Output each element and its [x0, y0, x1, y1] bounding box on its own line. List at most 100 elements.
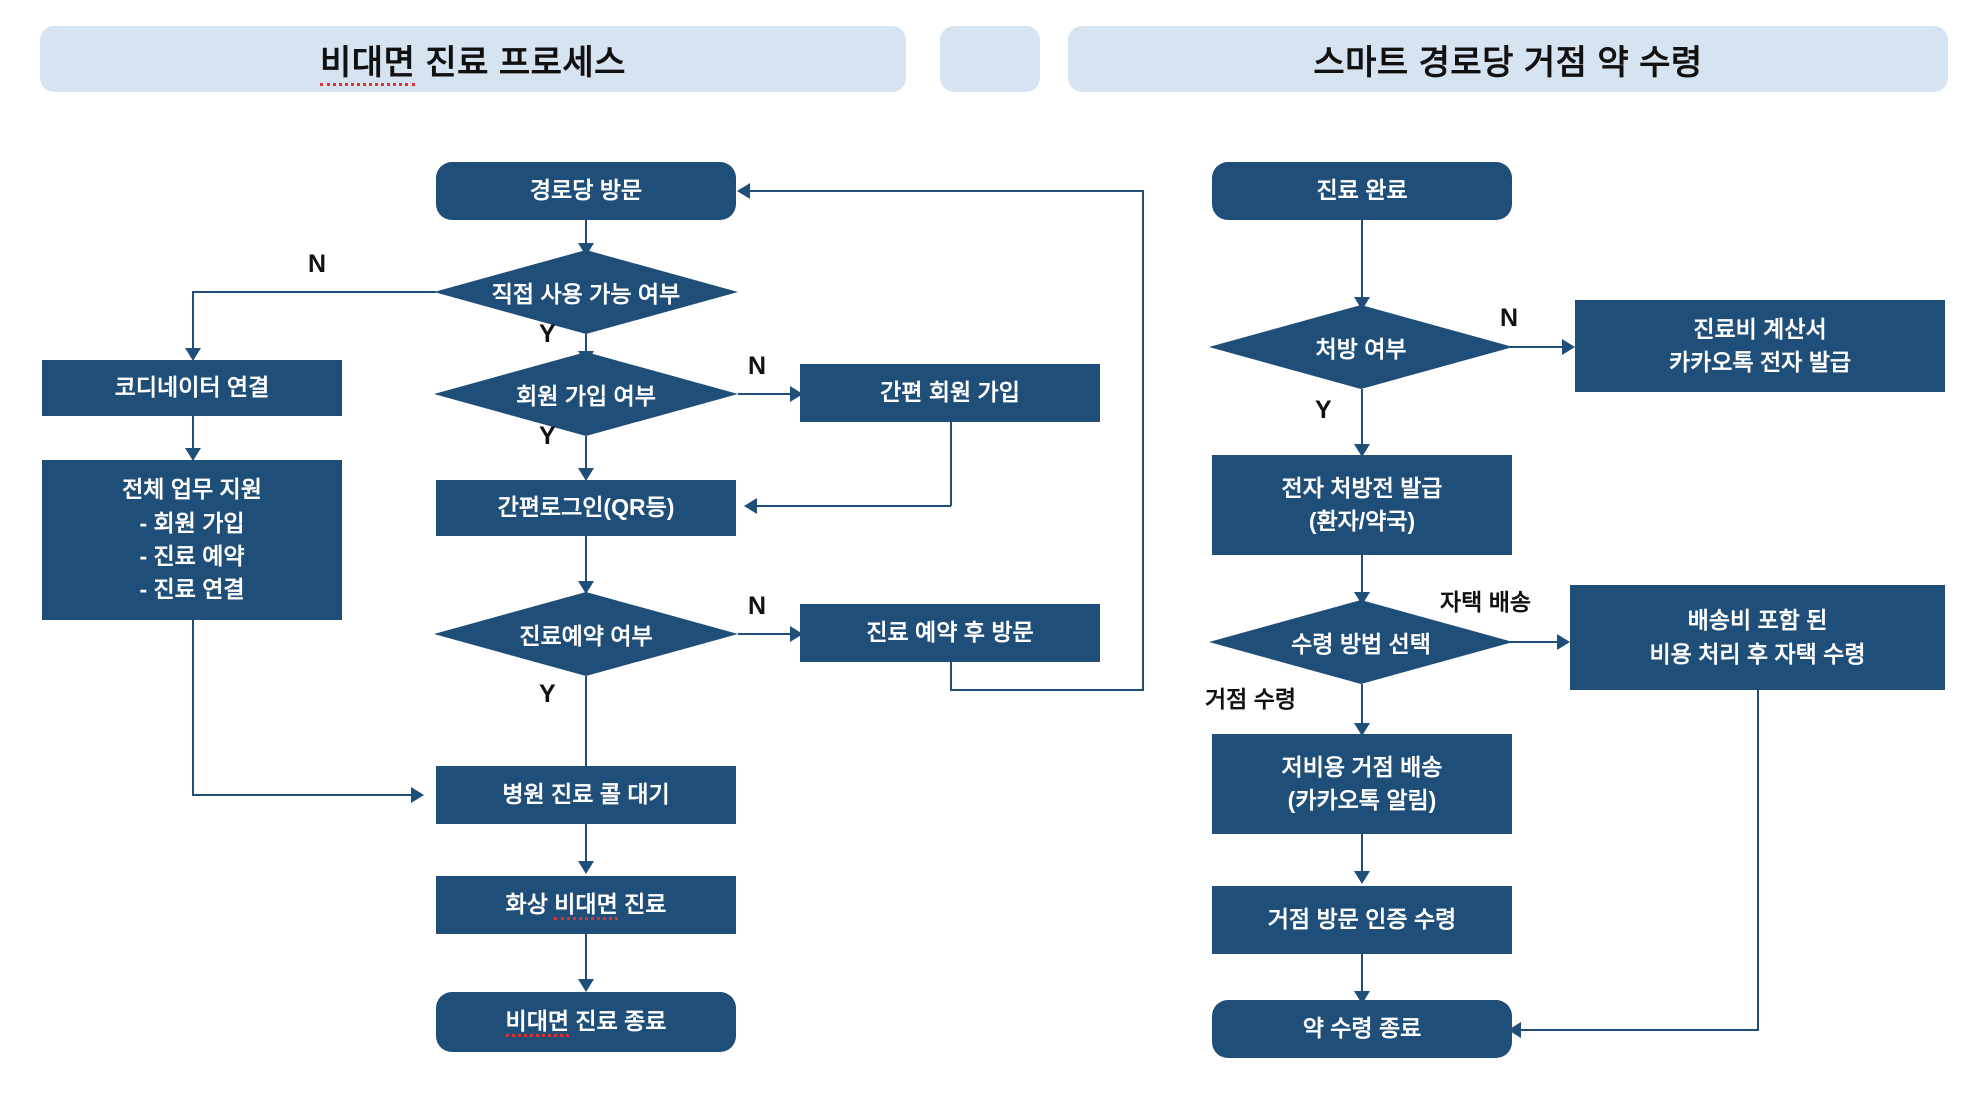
node-bill-kakao-issue[interactable]: 진료비 계산서 카카오톡 전자 발급 [1575, 300, 1945, 392]
decision-reservation[interactable]: 진료예약 여부 [434, 592, 738, 676]
node-bill-kakao-issue-line2: 카카오톡 전자 발급 [1668, 349, 1852, 375]
decision-prescription-label: 처방 여부 [1315, 336, 1407, 362]
node-consultation-complete[interactable]: 진료 완료 [1212, 162, 1512, 220]
left-title-rest: 진료 프로세스 [415, 43, 626, 82]
edge-hub-to-hubvisit [1361, 834, 1363, 876]
node-home-delivery-payment-line2: 비용 처리 후 자택 수령 [1649, 640, 1866, 667]
decision-self-use-possible-label: 직접 사용 가능 여부 [491, 281, 681, 307]
edge-support-to-callwait-horizontal [192, 794, 414, 796]
edge-visitlater-loop-horizontal [950, 689, 1144, 691]
left-panel-header: 비대면 진료 프로세스 [40, 26, 906, 92]
node-electronic-prescription-line2: (환자/약국) [1308, 508, 1416, 534]
video-label-spellchecked: 비대면 [554, 891, 618, 921]
arrow-membership-to-login [578, 468, 594, 481]
edge-eprescription-to-method [1361, 555, 1363, 597]
arrow-method-to-home [1557, 634, 1570, 650]
node-lowcost-hub-delivery[interactable]: 저비용 거점 배송 (카카오톡 알림) [1212, 734, 1512, 834]
edge-prescription-yes [1361, 389, 1363, 449]
arrow-callwait-to-video [578, 861, 594, 874]
edge-prescription-no [1452, 346, 1572, 348]
decision-membership[interactable]: 회원 가입 여부 [434, 352, 738, 436]
node-hub-visit-verify[interactable]: 거점 방문 인증 수령 [1212, 886, 1512, 954]
arrow-video-to-end [578, 979, 594, 992]
node-visit-after-reservation[interactable]: 진료 예약 후 방문 [800, 604, 1100, 662]
node-easy-login[interactable]: 간편로그인(QR등) [436, 480, 736, 536]
decision-self-use-possible[interactable]: 직접 사용 가능 여부 [434, 250, 738, 334]
edge-label-prescription-no: N [1500, 304, 1519, 332]
edge-callwait-to-video [585, 824, 587, 866]
edge-home-to-end-vertical [1757, 690, 1759, 1030]
arrow-signup-to-login [744, 498, 757, 514]
arrow-method-to-hub [1354, 723, 1370, 736]
edge-selfuse-no-horizontal [192, 291, 436, 293]
end-label-spellchecked: 비대면 [505, 1008, 570, 1038]
left-panel-title: 비대면 진료 프로세스 [320, 35, 626, 86]
arrow-coordinator-to-support [185, 448, 201, 461]
node-lowcost-hub-delivery-line2: (카카오톡 알림) [1287, 787, 1437, 813]
node-full-service-support-line4: - 진료 연결 [139, 576, 245, 603]
node-full-service-support[interactable]: 전체 업무 지원 - 회원 가입 - 진료 예약 - 진료 연결 [42, 460, 342, 620]
node-visit-senior-center[interactable]: 경로당 방문 [436, 162, 736, 220]
edge-membership-yes [585, 436, 587, 473]
edge-visit-to-selfuse [585, 220, 587, 248]
edge-membership-no [738, 393, 800, 395]
node-visit-after-reservation-label: 진료 예약 후 방문 [866, 619, 1034, 646]
node-home-delivery-payment-line1: 배송비 포함 된 [1687, 607, 1828, 634]
arrow-hub-to-hubvisit [1354, 871, 1370, 884]
edge-home-to-end-horizontal [1521, 1029, 1759, 1031]
edge-visitlater-loop-down [950, 662, 952, 690]
node-video-telemedicine[interactable]: 화상 비대면 진료 [436, 876, 736, 934]
decision-reservation-label: 진료예약 여부 [519, 623, 653, 649]
edge-signup-to-login-vertical [950, 422, 952, 506]
edge-label-reservation-no: N [748, 592, 767, 620]
arrow-prescription-to-eprescription [1354, 444, 1370, 457]
node-consultation-complete-label: 진료 완료 [1316, 177, 1408, 204]
edge-complete-to-prescription [1361, 220, 1363, 302]
edge-coordinator-to-support [192, 416, 194, 453]
edge-label-selfuse-no: N [308, 250, 327, 278]
edge-selfuse-no-vertical [192, 291, 194, 352]
node-telemedicine-end[interactable]: 비대면 진료 종료 [436, 992, 736, 1052]
edge-hubvisit-to-end [1361, 954, 1363, 996]
arrow-loop-to-visit [737, 183, 750, 199]
node-coordinator-connect[interactable]: 코디네이터 연결 [42, 360, 342, 416]
node-visit-senior-center-label: 경로당 방문 [529, 177, 643, 204]
arrow-support-to-callwait [411, 787, 424, 803]
arrow-login-to-reserve [578, 581, 594, 594]
node-home-delivery-payment[interactable]: 배송비 포함 된 비용 처리 후 자택 수령 [1570, 585, 1945, 690]
arrow-membership-to-signup [790, 386, 803, 402]
decision-pickup-method[interactable]: 수령 방법 선택 [1209, 600, 1513, 684]
edge-label-home-delivery: 자택 배송 [1440, 589, 1532, 615]
arrow-prescription-to-bill [1562, 339, 1575, 355]
edge-method-home-delivery [1505, 641, 1565, 643]
node-hospital-call-wait[interactable]: 병원 진료 콜 대기 [436, 766, 736, 824]
node-coordinator-connect-label: 코디네이터 연결 [114, 374, 270, 401]
right-panel-header [940, 26, 1040, 92]
end-label-post: 진료 종료 [569, 1008, 667, 1035]
right-panel-header-main: 스마트 경로당 거점 약 수령 [1068, 26, 1948, 92]
edge-label-prescription-yes: Y [1315, 396, 1332, 424]
node-medicine-pickup-end[interactable]: 약 수령 종료 [1212, 1000, 1512, 1058]
node-full-service-support-line2: - 회원 가입 [139, 509, 245, 536]
right-panel-title: 스마트 경로당 거점 약 수령 [1313, 43, 1703, 82]
arrow-selfuse-to-coordinator [185, 348, 201, 361]
node-electronic-prescription[interactable]: 전자 처방전 발급 (환자/약국) [1212, 455, 1512, 555]
node-video-telemedicine-label: 화상 비대면 진료 [505, 889, 666, 921]
decision-pickup-method-label: 수령 방법 선택 [1291, 631, 1431, 657]
node-easy-signup[interactable]: 간편 회원 가입 [800, 364, 1100, 422]
node-full-service-support-line1: 전체 업무 지원 [122, 476, 262, 503]
edge-method-hub-pickup [1361, 684, 1363, 728]
left-title-spellchecked-word: 비대면 [320, 43, 416, 86]
edge-label-membership-no: N [748, 352, 767, 380]
edge-label-selfuse-yes: Y [539, 320, 556, 348]
edge-label-hub-pickup: 거점 수령 [1205, 686, 1297, 712]
video-label-pre: 화상 [505, 891, 555, 918]
edge-login-to-reserve [585, 536, 587, 586]
node-hub-visit-verify-label: 거점 방문 인증 수령 [1267, 906, 1457, 933]
edge-selfuse-yes [585, 334, 587, 356]
node-full-service-support-line3: - 진료 예약 [139, 543, 245, 569]
edge-video-to-end [585, 934, 587, 984]
edge-signup-to-login-horizontal [757, 505, 951, 507]
node-telemedicine-end-label: 비대면 진료 종료 [505, 1006, 667, 1038]
node-hospital-call-wait-label: 병원 진료 콜 대기 [502, 781, 670, 808]
